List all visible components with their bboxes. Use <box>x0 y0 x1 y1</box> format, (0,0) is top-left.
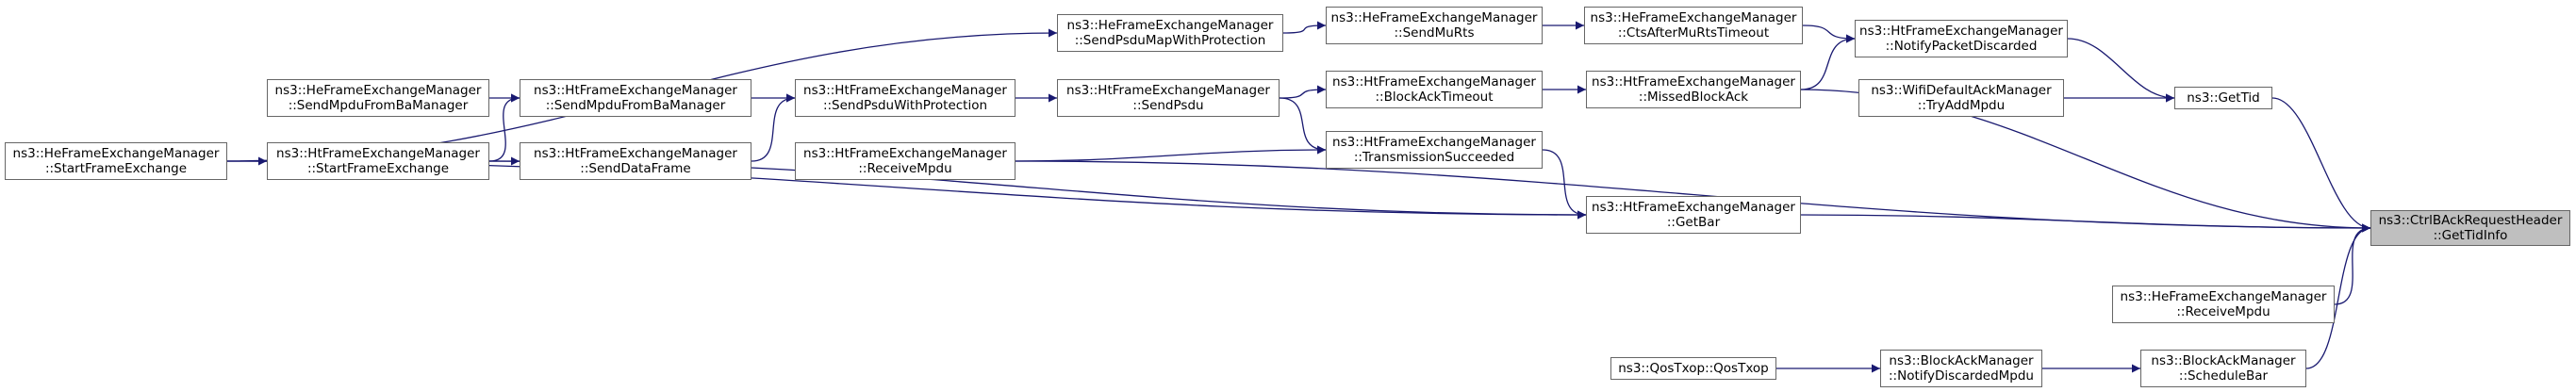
call-edge <box>1802 24 1856 43</box>
node-hefem-sendpsdumapwithprotection[interactable]: ns3::HeFrameExchangeManager ::SendPsduMa… <box>1057 14 1283 52</box>
node-label: ::SendPsduWithProtection <box>822 98 988 113</box>
node-label: ns3::CtrlBAckRequestHeader <box>2378 213 2563 228</box>
node-hefem-startframeexchange[interactable]: ns3::HeFrameExchangeManager ::StartFrame… <box>5 142 227 180</box>
node-label: ns3::WifiDefaultAckManager <box>1871 83 2052 98</box>
node-label: ns3::HtFrameExchangeManager <box>1066 83 1270 98</box>
node-htfem-sendmpdufrombamanager[interactable]: ns3::HtFrameExchangeManager ::SendMpduFr… <box>520 79 751 117</box>
node-label: ns3::HeFrameExchangeManager <box>274 83 482 98</box>
node-label: ns3::HeFrameExchangeManager <box>1590 10 1797 25</box>
node-label: ::StartFrameExchange <box>44 161 188 176</box>
node-label: ::BlockAckTimeout <box>1375 90 1494 105</box>
node-label: ns3::HtFrameExchangeManager <box>534 146 737 161</box>
node-htfem-getbar[interactable]: ns3::HtFrameExchangeManager ::GetBar <box>1586 196 1801 234</box>
node-label: ::SendMpduFromBaManager <box>288 98 469 113</box>
node-label: ::StartFrameExchange <box>306 161 450 176</box>
node-label: ::SendDataFrame <box>580 161 691 176</box>
node-label: ::NotifyPacketDiscarded <box>1885 39 2038 54</box>
node-label: ns3::HeFrameExchangeManager <box>2120 289 2327 304</box>
node-label: ::TransmissionSucceeded <box>1353 150 1515 165</box>
node-label: ns3::HtFrameExchangeManager <box>1332 135 1536 150</box>
call-edge <box>1015 145 1327 162</box>
call-edge <box>1800 214 2371 233</box>
node-htfem-sendpsdu[interactable]: ns3::HtFrameExchangeManager ::SendPsdu <box>1057 79 1280 117</box>
call-edge <box>1279 85 1327 99</box>
node-hefem-sendmurts[interactable]: ns3::HeFrameExchangeManager ::SendMuRts <box>1326 7 1543 44</box>
node-gettid[interactable]: ns3::GetTid <box>2174 87 2272 109</box>
node-label: ::SendPsdu <box>1132 98 1204 113</box>
node-label: ns3::HtFrameExchangeManager <box>1592 200 1795 215</box>
node-label: ::SendMuRts <box>1394 25 1475 41</box>
call-edge <box>1279 97 1327 155</box>
node-label: ::MissedBlockAck <box>1638 90 1749 105</box>
call-edge <box>1282 21 1327 34</box>
node-label: ns3::HeFrameExchangeManager <box>1066 18 1274 33</box>
node-label: ::CtsAfterMuRtsTimeout <box>1617 25 1770 41</box>
call-edge <box>1800 34 1856 90</box>
call-edge <box>2305 223 2371 369</box>
call-edge <box>2271 97 2371 233</box>
node-hefem-ctsaftermurtstimeout[interactable]: ns3::HeFrameExchangeManager ::CtsAfterMu… <box>1584 7 1803 44</box>
node-label: ::GetTidInfo <box>2433 228 2508 243</box>
node-label: ::SendMpduFromBaManager <box>545 98 726 113</box>
node-wifidefaultackmanager-tryaddmpdu[interactable]: ns3::WifiDefaultAckManager ::TryAddMpdu <box>1858 79 2064 117</box>
call-edge <box>488 93 520 162</box>
node-label: ns3::HtFrameExchangeManager <box>1592 74 1795 90</box>
node-label: ns3::GetTid <box>2187 90 2260 106</box>
node-qostxop-qostxop[interactable]: ns3::QosTxop::QosTxop <box>1610 357 1776 380</box>
node-label: ns3::HtFrameExchangeManager <box>534 83 737 98</box>
node-blockackmanager-notifydiscardedmpdu[interactable]: ns3::BlockAckManager ::NotifyDiscardedMp… <box>1880 350 2042 387</box>
node-label: ns3::HeFrameExchangeManager <box>1330 10 1538 25</box>
call-edge <box>2334 223 2371 305</box>
node-htfem-startframeexchange[interactable]: ns3::HtFrameExchangeManager ::StartFrame… <box>267 142 489 180</box>
node-htfem-sendpsduwithprotection[interactable]: ns3::HtFrameExchangeManager ::SendPsduWi… <box>795 79 1016 117</box>
node-label: ns3::BlockAckManager <box>1889 353 2034 368</box>
node-label: ::ReceiveMpdu <box>2176 304 2271 319</box>
node-label: ns3::HtFrameExchangeManager <box>1859 24 2063 39</box>
node-ctrlbackrequestheader-gettidinfo: ns3::CtrlBAckRequestHeader ::GetTidInfo <box>2370 210 2570 246</box>
node-label: ns3::HtFrameExchangeManager <box>803 83 1007 98</box>
call-edge <box>2067 38 2175 103</box>
node-label: ns3::BlockAckManager <box>2151 353 2296 368</box>
node-blockackmanager-schedulebar[interactable]: ns3::BlockAckManager ::ScheduleBar <box>2140 350 2306 387</box>
node-label: ns3::QosTxop::QosTxop <box>1618 361 1769 376</box>
node-htfem-missedblockack[interactable]: ns3::HtFrameExchangeManager ::MissedBloc… <box>1586 71 1801 108</box>
node-htfem-transmissionsucceeded[interactable]: ns3::HtFrameExchangeManager ::Transmissi… <box>1326 131 1543 169</box>
node-htfem-notifypacketdiscarded[interactable]: ns3::HtFrameExchangeManager ::NotifyPack… <box>1855 20 2068 57</box>
node-label: ::ScheduleBar <box>2178 368 2269 384</box>
call-edge <box>751 93 796 162</box>
node-htfem-senddataframe[interactable]: ns3::HtFrameExchangeManager ::SendDataFr… <box>520 142 751 180</box>
node-label: ::TryAddMpdu <box>1917 98 2006 113</box>
call-edge <box>1542 149 1587 220</box>
node-label: ::ReceiveMpdu <box>858 161 952 176</box>
node-hefem-receivempdu[interactable]: ns3::HeFrameExchangeManager ::ReceiveMpd… <box>2112 286 2335 323</box>
node-label: ::GetBar <box>1666 215 1721 230</box>
node-htfem-blockacktimeout[interactable]: ns3::HtFrameExchangeManager ::BlockAckTi… <box>1326 71 1543 108</box>
node-label: ns3::HtFrameExchangeManager <box>1332 74 1536 90</box>
node-label: ns3::HtFrameExchangeManager <box>803 146 1007 161</box>
node-hefem-sendmpdufrombamanager[interactable]: ns3::HeFrameExchangeManager ::SendMpduFr… <box>267 79 489 117</box>
node-label: ns3::HtFrameExchangeManager <box>276 146 480 161</box>
node-label: ::NotifyDiscardedMpdu <box>1889 368 2034 384</box>
node-label: ::SendPsduMapWithProtection <box>1074 33 1266 48</box>
node-label: ns3::HeFrameExchangeManager <box>12 146 220 161</box>
node-htfem-receivempdu[interactable]: ns3::HtFrameExchangeManager ::ReceiveMpd… <box>795 142 1016 180</box>
